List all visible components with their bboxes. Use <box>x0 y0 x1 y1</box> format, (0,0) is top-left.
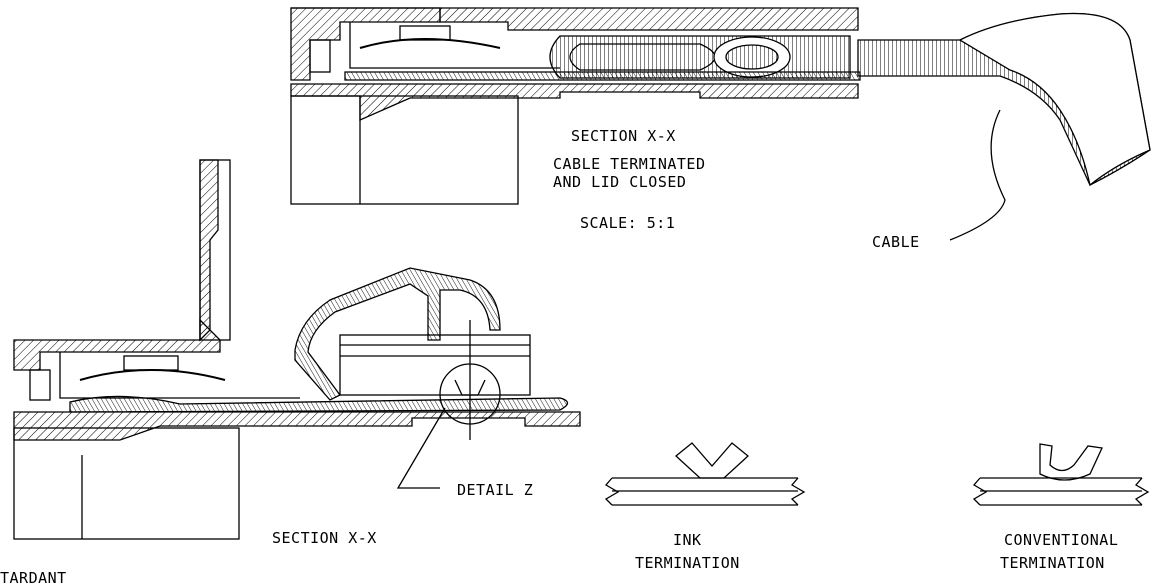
top-clip <box>309 39 331 73</box>
bottom-inner-block <box>339 334 531 396</box>
ink-break-left <box>604 477 620 506</box>
detail-label: DETAIL Z <box>457 481 533 499</box>
top-cable-end <box>958 12 1151 187</box>
top-inner-wall <box>349 22 560 69</box>
conv-label-line1: CONVENTIONAL <box>1004 531 1118 549</box>
top-loop-core <box>725 44 779 70</box>
bottom-flat-cable <box>69 395 569 413</box>
top-contact-head <box>399 25 451 41</box>
conv-u-contact <box>1039 443 1103 481</box>
bottom-lid-top <box>13 318 221 371</box>
bottom-clip <box>29 369 51 401</box>
bottom-section-label: SECTION X-X <box>272 529 377 547</box>
cable-label: CABLE <box>872 233 920 251</box>
top-section-assembly <box>290 7 1151 241</box>
top-caption-line1: CABLE TERMINATED <box>553 155 706 173</box>
top-base-bar <box>290 83 859 121</box>
bottom-lid-arm <box>199 159 219 342</box>
detail-contact <box>454 379 486 396</box>
bottom-spring <box>79 369 226 381</box>
top-lid-left <box>290 7 441 81</box>
bottom-section-assembly <box>13 159 581 540</box>
conventional-termination-symbol <box>972 443 1150 506</box>
conv-label-line2: TERMINATION <box>1000 554 1105 572</box>
top-spring <box>359 38 501 49</box>
detail-leader <box>396 407 446 489</box>
bottom-housing-body <box>13 427 240 540</box>
bottom-open-lid <box>294 267 501 401</box>
ink-termination-symbol <box>604 442 806 506</box>
conv-break-right <box>1134 477 1150 506</box>
bottom-contact-head <box>123 355 179 371</box>
top-flat-cable <box>344 71 861 81</box>
bottom-inner-wall <box>59 352 300 399</box>
ink-label-line1: INK <box>673 531 702 549</box>
top-cable-loop-inner <box>569 43 716 71</box>
top-housing-body <box>290 95 519 205</box>
top-scale-label: SCALE: 5:1 <box>580 214 675 232</box>
cable-leader <box>949 109 1006 241</box>
ink-break-right <box>790 477 806 506</box>
bottom-base-bar <box>13 411 581 441</box>
cutoff-label: TARDANT <box>0 569 67 586</box>
ink-label-line2: TERMINATION <box>635 554 740 572</box>
top-section-label: SECTION X-X <box>571 127 676 145</box>
ink-v-contact <box>675 442 749 479</box>
conv-break-left <box>972 477 988 506</box>
top-caption-line2: AND LID CLOSED <box>553 173 686 191</box>
